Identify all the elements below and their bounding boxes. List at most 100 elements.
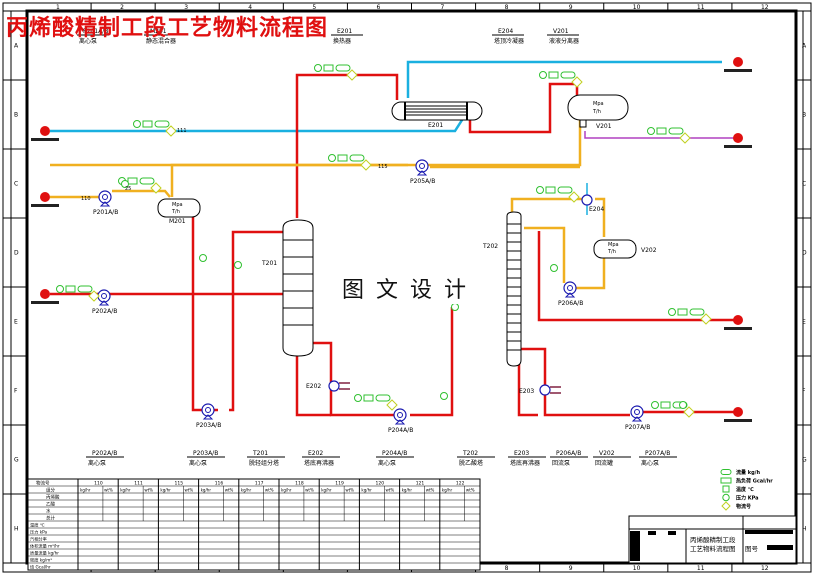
- table-property-label: 压力 kPa: [30, 529, 47, 536]
- table-component-label: 水: [46, 508, 51, 515]
- pump-p207: P207A/B: [625, 405, 650, 431]
- table-header-cell: 物流号: [36, 480, 50, 487]
- table-unit-cell: kg/hr: [281, 488, 292, 493]
- table-header-cell: 115: [175, 481, 184, 487]
- grid-col-top: 1: [56, 4, 60, 11]
- grid-row-right: G: [802, 457, 807, 464]
- instrument-indicator: [199, 254, 207, 262]
- equipment-name-bottom: 塔底再沸器: [304, 459, 334, 467]
- equipment-tag-bottom: V202: [599, 450, 615, 457]
- equipment-name-bottom: 离心泵: [189, 459, 207, 467]
- pump-p206: P206A/B: [558, 281, 583, 307]
- drawing-name-line1: 丙烯酸精制工段: [690, 535, 736, 544]
- table-property-label: 体积流量 m³/hr: [30, 543, 60, 550]
- instrument-indicator: [234, 261, 242, 269]
- pump-p205: P205A/B: [410, 159, 435, 185]
- table-unit-cell: wt%: [466, 488, 475, 493]
- table-unit-cell: wt%: [426, 488, 435, 493]
- equipment-tag-bottom: T201: [252, 450, 268, 457]
- table-unit-cell: wt%: [104, 488, 113, 493]
- grid-col-top: 2: [120, 4, 124, 11]
- table-header-cell: 120: [376, 481, 385, 487]
- m201-flow-unit: T/h: [171, 209, 180, 215]
- equipment-tag-bottom: P207A/B: [645, 450, 670, 457]
- equipment-tag-bottom: P204A/B: [382, 450, 407, 457]
- pump-label: P207A/B: [625, 424, 650, 431]
- table-property-label: 密度 kg/m³: [30, 557, 52, 564]
- pump-label: P203A/B: [196, 422, 221, 429]
- instrument-tag-set: [651, 401, 695, 418]
- stream-terminal: [724, 315, 752, 330]
- equipment-name-bottom: 离心泵: [378, 459, 396, 467]
- table-header-cell: 122: [456, 481, 465, 487]
- equipment-name-bottom: 塔底再沸器: [510, 459, 540, 467]
- instrument-indicator: [121, 180, 129, 188]
- equipment-name-top: 离心泵: [79, 37, 97, 45]
- grid-row-left: B: [14, 112, 18, 119]
- table-unit-cell: wt%: [345, 488, 354, 493]
- equipment-tag-bottom: T202: [462, 450, 478, 457]
- stream-terminal: [724, 407, 752, 422]
- grid-row-right: H: [802, 526, 807, 533]
- stream-terminal: [31, 192, 59, 207]
- equipment-tag-top: E204: [498, 28, 513, 35]
- grid-col-top: 11: [697, 4, 705, 11]
- grid-row-left: C: [14, 181, 18, 188]
- legend-text: 温度 ℃: [736, 486, 754, 493]
- t201-label: T201: [261, 260, 277, 267]
- legend-text: 压力 KPa: [736, 495, 759, 502]
- table-component-label: 总计: [46, 515, 55, 522]
- equipment-name-top: 静态混合器: [146, 37, 176, 45]
- mixer-m201: Mpa T/h M201: [157, 198, 201, 225]
- table-unit-cell: wt%: [144, 488, 153, 493]
- grid-col-bottom: 10: [633, 565, 641, 572]
- grid-col-top: 3: [184, 4, 188, 11]
- v202-flow-unit: T/h: [607, 249, 616, 255]
- pump-label: P201A/B: [93, 209, 118, 216]
- pump-p204: P204A/B: [388, 408, 413, 434]
- table-unit-cell: wt%: [225, 488, 234, 493]
- equipment-labels-bottom: P202A/B离心泵P203A/B离心泵T201脱轻组分塔E202塔底再沸器P2…: [86, 450, 677, 467]
- drawing-title: 丙烯酸精制工段工艺物料流程图: [6, 15, 329, 41]
- table-header-cell: 121: [416, 481, 425, 487]
- reboiler-e202: E202: [306, 380, 350, 392]
- grid-col-top: 4: [248, 4, 252, 11]
- legend-item-pressure: 压力 KPa: [722, 493, 759, 502]
- stream-terminal: [724, 57, 752, 72]
- equipment-tag-top: M201: [150, 28, 167, 35]
- grid-col-top: 10: [633, 4, 641, 11]
- equipment-tag-top: V201: [553, 28, 569, 35]
- pump-label: P202A/B: [92, 308, 117, 315]
- instrument-tag-set: [118, 177, 162, 194]
- grid-col-top: 5: [312, 4, 316, 11]
- pipe-orange-process: [50, 120, 606, 290]
- equipment-name-bottom: 离心泵: [88, 459, 106, 467]
- grid-row-right: D: [802, 250, 807, 257]
- table-unit-cell: wt%: [185, 488, 194, 493]
- equipment-name-bottom: 脱轻组分塔: [249, 459, 279, 467]
- condenser-e204: E204: [581, 183, 604, 215]
- equipment-tag-top: E201: [337, 28, 352, 35]
- grid-row-left: E: [14, 319, 18, 326]
- table-unit-cell: wt%: [305, 488, 314, 493]
- table-component-label: 丙烯酸: [46, 494, 60, 501]
- table-header-cell: 119: [335, 481, 344, 487]
- table-property-label: 汽相分率: [30, 536, 47, 543]
- stream-terminal: [724, 133, 752, 148]
- grid-col-top: 6: [376, 4, 380, 11]
- table-header-cell: 116: [215, 481, 224, 487]
- grid-row-right: C: [802, 181, 806, 188]
- table-unit-cell: kg/hr: [442, 488, 453, 493]
- grid-col-bottom: 8: [505, 565, 509, 572]
- equipment-tag-top: P201A/B: [83, 28, 108, 35]
- instrument-tag-set: [354, 394, 398, 411]
- instrument-tag-set: [668, 308, 712, 325]
- instrument-tag-set: [314, 64, 358, 81]
- grid-row-left: G: [14, 457, 19, 464]
- instrument-indicator: [451, 303, 459, 311]
- grid-col-top: 12: [761, 4, 769, 11]
- table-unit-cell: kg/hr: [80, 488, 91, 493]
- v201-pressure-unit: Mpa: [593, 101, 604, 107]
